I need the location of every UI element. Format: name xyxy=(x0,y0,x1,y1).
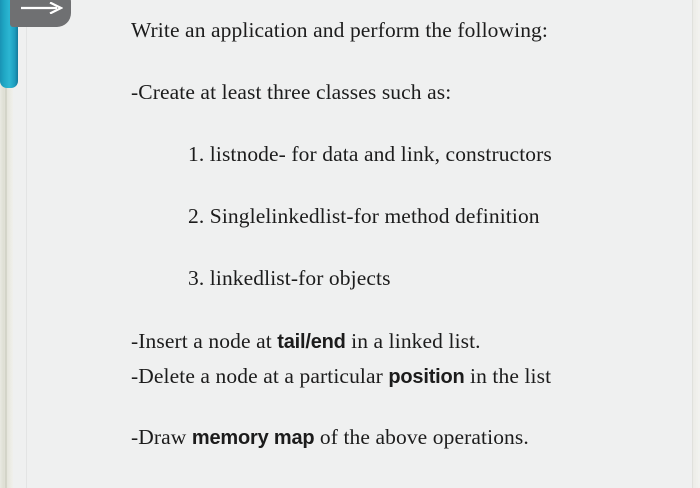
operation-insert-line: -Insert a node at tail/end in a linked l… xyxy=(131,329,481,353)
operation-draw-emphasis: memory map xyxy=(191,427,315,449)
operation-delete-after: in the list xyxy=(464,364,552,388)
left-margin-rule xyxy=(26,0,27,488)
operation-draw-before: -Draw xyxy=(131,425,192,449)
class-list-item-3: 3. linkedlist-for objects xyxy=(188,266,391,290)
operation-delete-line: -Delete a node at a particular position … xyxy=(131,364,552,388)
right-page-shade xyxy=(693,0,700,488)
operation-delete-before: -Delete a node at a particular xyxy=(131,364,389,388)
class-list-item-1: 1. listnode- for data and link, construc… xyxy=(188,142,552,166)
create-classes-line: -Create at least three classes such as: xyxy=(131,80,452,104)
operation-draw-after: of the above operations. xyxy=(314,425,529,449)
operation-insert-after: in a linked list. xyxy=(345,329,481,353)
right-margin-rule xyxy=(692,0,693,488)
operation-insert-before: -Insert a node at xyxy=(131,329,278,353)
operation-insert-emphasis: tail/end xyxy=(277,331,346,353)
operation-draw-line: -Draw memory map of the above operations… xyxy=(131,425,529,449)
arrow-right-icon xyxy=(21,2,63,14)
class-list-item-2: 2. Singlelinkedlist-for method definitio… xyxy=(188,204,540,228)
arrow-right-button[interactable] xyxy=(10,0,71,27)
intro-line: Write an application and perform the fol… xyxy=(131,18,548,42)
operation-delete-emphasis: position xyxy=(388,366,465,388)
page-spine-line xyxy=(5,0,7,488)
